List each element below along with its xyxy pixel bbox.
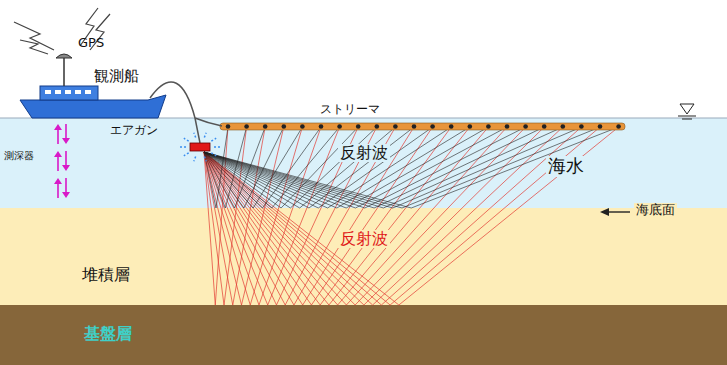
seafloor-label: 海底面 (634, 203, 677, 218)
seafloor-reflection-ray (204, 127, 507, 208)
deep-reflection-ray (204, 127, 488, 305)
sediment-layer (0, 208, 727, 305)
layer-name: 基盤層 (82, 325, 134, 343)
tow-cable (150, 82, 222, 143)
seafloor-pointer-head (600, 208, 609, 216)
sea-level-symbol (678, 104, 696, 119)
basement-layer (0, 305, 727, 365)
seafloor-reflection-ray (204, 127, 619, 208)
sediment-band: 堆積層 (0, 208, 727, 305)
deep-reflection-ray (204, 127, 358, 305)
sounder-label: 測深器 (2, 150, 36, 162)
deep-reflection-ray (204, 127, 433, 305)
sea-water (0, 118, 727, 208)
deep-reflection-ray (204, 127, 302, 305)
deep-reflection-ray (204, 127, 414, 305)
seafloor-reflection-ray (204, 127, 600, 208)
seafloor-reflection-ray (204, 127, 544, 208)
deep-reflection-ray (204, 127, 619, 305)
airgun-burst (180, 133, 220, 162)
airgun (190, 143, 210, 151)
ship-label: 観測船 (92, 68, 141, 85)
basement-band: 基盤層 (0, 305, 727, 365)
deep-reflection-ray (204, 127, 470, 305)
reflected-wave-label: 反射波 (338, 230, 390, 248)
seafloor-reflection-ray (204, 127, 526, 208)
echo-sounder-pulses (54, 124, 70, 198)
layer-name: 堆積層 (80, 266, 132, 284)
ray-paths (204, 127, 619, 305)
deep-reflection-ray (204, 127, 544, 305)
deep-reflection-ray (204, 127, 581, 305)
seafloor-reflection-ray (204, 127, 228, 208)
streamer-cable (220, 123, 625, 130)
airgun-label: エアガン (108, 124, 160, 138)
gps-signal (14, 8, 110, 54)
deep-reflection-ray (204, 127, 507, 305)
streamer-label: ストリーマ (318, 103, 382, 117)
deep-reflection-ray (204, 127, 284, 305)
deep-reflection-ray (204, 127, 600, 305)
hydrophones (226, 124, 621, 129)
deep-reflection-ray (204, 127, 451, 305)
reflected-wave-label: 反射波 (338, 144, 390, 162)
survey-ship (20, 54, 166, 118)
layer-name: 海水 (546, 156, 586, 177)
gps-label: GPS (76, 36, 106, 51)
